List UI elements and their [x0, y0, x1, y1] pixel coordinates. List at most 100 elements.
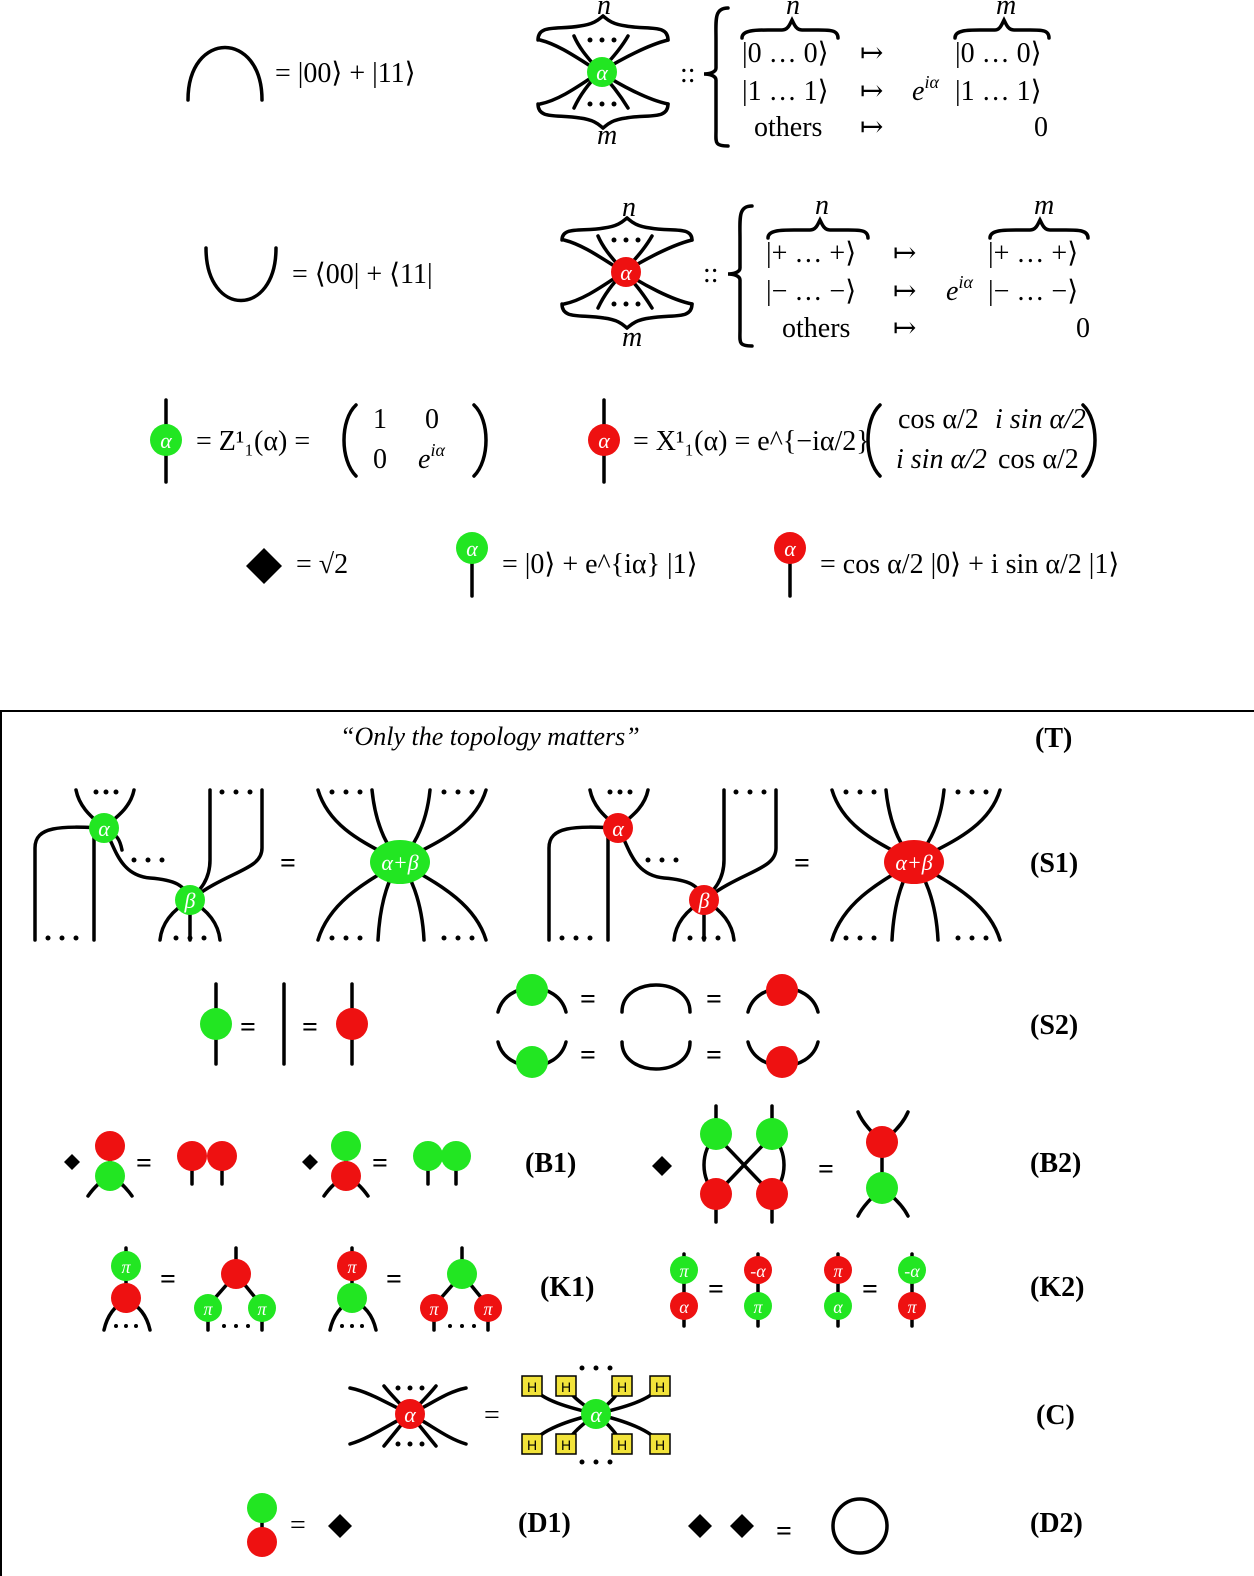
svg-text:α: α — [590, 1402, 602, 1427]
svg-text:=: = — [818, 1154, 834, 1185]
svg-text:=: = — [484, 1400, 500, 1431]
svg-text:=: = — [302, 1012, 318, 1043]
svg-text:=: = — [776, 1516, 792, 1547]
row-output: |− … −⟩ — [988, 276, 1078, 307]
svg-text:-α: -α — [904, 1261, 920, 1281]
svg-text:H: H — [655, 1437, 665, 1453]
x-lhs: = X¹₁(α) = e^{−iα/2} — [633, 426, 870, 457]
rule-c: α = α H H H H H H H H — [348, 1365, 671, 1465]
label-C: (C) — [1036, 1400, 1075, 1431]
scalar-and-states: = √2 α = |0⟩ + e^{iα} |1⟩ α = cos α/2 |0… — [246, 532, 1119, 598]
row-input: |0 … 0⟩ — [742, 38, 829, 69]
row-output: |1 … 1⟩ — [955, 76, 1042, 107]
row-input: others — [782, 313, 850, 344]
label-T: (T) — [1035, 723, 1072, 754]
svg-text:H: H — [561, 1379, 571, 1395]
svg-text:π: π — [483, 1299, 493, 1319]
x-phase: α — [598, 428, 610, 453]
row-maps: ↦ — [860, 112, 883, 143]
label-D2: (D2) — [1030, 1508, 1083, 1539]
svg-text:π: π — [257, 1299, 267, 1319]
svg-text:=: = — [706, 984, 722, 1015]
row-input: |− … −⟩ — [766, 276, 856, 307]
row-input: |1 … 1⟩ — [742, 76, 829, 107]
svg-text:=: = — [794, 848, 810, 879]
svg-text:π: π — [429, 1299, 439, 1319]
green-spider-phase: α — [596, 60, 608, 85]
z-m11: 1 — [373, 404, 387, 435]
svg-text:H: H — [527, 1379, 537, 1395]
row-input: others — [754, 112, 822, 143]
row-output: |0 … 0⟩ — [955, 38, 1042, 69]
row-input: |+ … +⟩ — [766, 238, 856, 269]
z-lhs: = Z¹₁(α) = — [196, 426, 310, 457]
green-spider-definition: n α m :: n m |0 … 0⟩ ↦ |0 … 0⟩ |1 … 1⟩ ↦… — [536, 0, 1051, 151]
row-maps: ↦ — [893, 238, 916, 269]
svg-text:=: = — [580, 984, 596, 1015]
brace-m-label: m — [996, 0, 1016, 21]
z-phase: α — [160, 428, 172, 453]
svg-text:α+β: α+β — [895, 850, 932, 875]
red-spider-definition: n α m :: n m |+ … +⟩ ↦ |+ … +⟩ |− … −⟩ ↦… — [560, 190, 1090, 353]
cap-diagram — [186, 45, 264, 102]
green-state-equation: = |0⟩ + e^{iα} |1⟩ — [502, 549, 698, 580]
cap-equation: = |00⟩ + |11⟩ — [275, 58, 416, 89]
svg-text:π: π — [679, 1261, 689, 1281]
svg-text:=: = — [372, 1148, 388, 1179]
x-m12: i sin α/2 — [995, 404, 1086, 435]
spider-top-label: n — [622, 192, 636, 223]
svg-text:H: H — [561, 1437, 571, 1453]
svg-text:eiα: eiα — [946, 272, 973, 307]
svg-text:=: = — [708, 1274, 724, 1305]
svg-text:H: H — [617, 1437, 627, 1453]
svg-text:eiα: eiα — [418, 440, 445, 475]
svg-text:::: :: — [703, 258, 719, 289]
rule-b1: = = — [64, 1131, 471, 1198]
rule-d1: = — [247, 1493, 352, 1557]
z-m12: 0 — [425, 404, 439, 435]
diamond-equation: = √2 — [296, 549, 348, 580]
svg-text:=: = — [386, 1264, 402, 1295]
label-K1: (K1) — [540, 1272, 594, 1303]
brace-n-label: n — [815, 190, 829, 221]
row-output: 0 — [1076, 313, 1090, 344]
row-maps: ↦ — [860, 38, 883, 69]
svg-text:β: β — [184, 888, 196, 913]
label-D1: (D1) — [518, 1508, 571, 1539]
row-maps: ↦ — [893, 276, 916, 307]
svg-text:eiα: eiα — [912, 72, 939, 107]
svg-text:α: α — [466, 536, 478, 561]
spider-bottom-label: m — [597, 120, 617, 151]
x-m11: cos α/2 — [898, 404, 979, 435]
rule-d2: = — [688, 1497, 889, 1555]
svg-text:=: = — [862, 1274, 878, 1305]
row-output: |+ … +⟩ — [988, 238, 1078, 269]
z-rotation-definition: α = Z¹₁(α) = 1 0 0 eiα — [150, 398, 488, 484]
svg-text:α: α — [784, 536, 796, 561]
svg-text:=: = — [160, 1264, 176, 1295]
svg-text:H: H — [655, 1379, 665, 1395]
x-rotation-definition: α = X¹₁(α) = e^{−iα/2} cos α/2 i sin α/2… — [588, 398, 1097, 484]
label-B1: (B1) — [525, 1148, 576, 1179]
svg-text:=: = — [580, 1040, 596, 1071]
cup-equation: = ⟨00| + ⟨11| — [292, 259, 433, 290]
rule-s2: = = = = = = — [200, 974, 820, 1078]
rule-s1-red: α β = α+β — [547, 788, 1002, 942]
svg-text:π: π — [907, 1297, 917, 1317]
svg-text:-α: -α — [750, 1261, 766, 1281]
z-m21: 0 — [373, 444, 387, 475]
label-K2: (K2) — [1030, 1272, 1084, 1303]
caption: “Only the topology matters” — [340, 722, 640, 751]
row-maps: ↦ — [860, 76, 883, 107]
diamond-icon — [246, 548, 282, 584]
svg-text:H: H — [527, 1437, 537, 1453]
svg-text:=: = — [706, 1040, 722, 1071]
red-state-equation: = cos α/2 |0⟩ + i sin α/2 |1⟩ — [820, 549, 1119, 580]
svg-text:::: :: — [680, 58, 696, 89]
rules-box — [0, 710, 1254, 1576]
rule-b2: = — [652, 1104, 910, 1224]
svg-text:α: α — [404, 1402, 416, 1427]
spider-bottom-label: m — [622, 322, 642, 353]
svg-text:π: π — [203, 1299, 213, 1319]
label-S2: (S2) — [1030, 1010, 1078, 1041]
